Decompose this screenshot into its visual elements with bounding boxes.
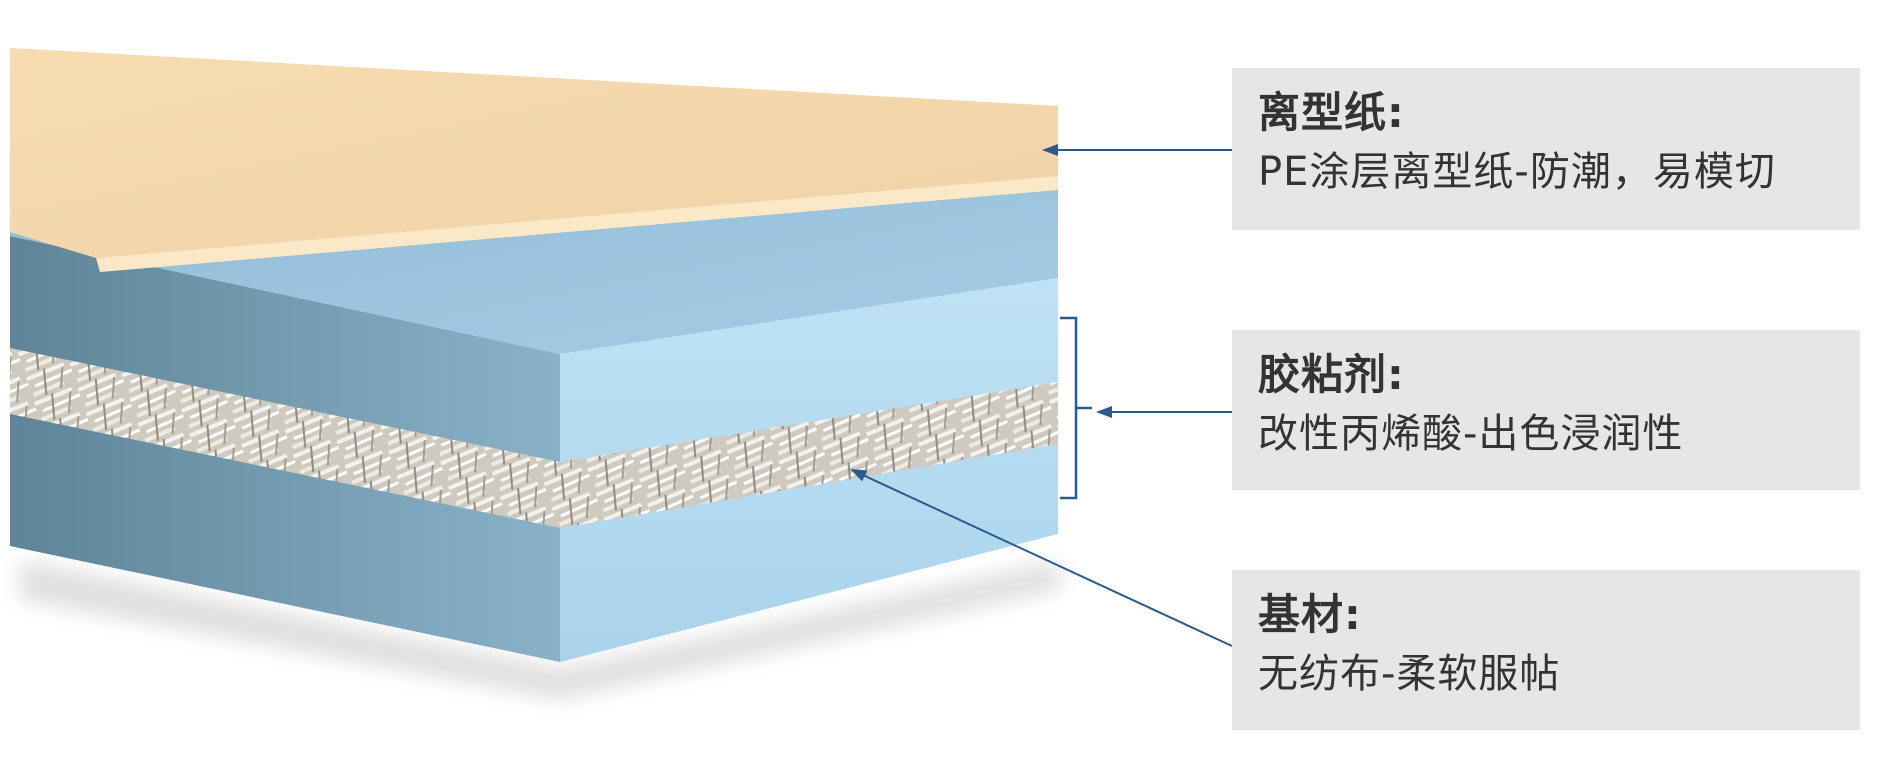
release-paper-description: PE涂层离型纸-防潮，易模切: [1258, 149, 1776, 195]
release-paper-label: 离型纸: PE涂层离型纸-防潮，易模切: [1232, 68, 1860, 230]
substrate-front-band: [560, 382, 1058, 528]
release-paper-title: 离型纸:: [1258, 88, 1405, 137]
substrate-description: 无纺布-柔软服帖: [1258, 651, 1561, 697]
adhesive-label: 胶粘剂: 改性丙烯酸-出色浸润性: [1232, 330, 1860, 490]
adhesive-title: 胶粘剂:: [1258, 350, 1405, 399]
block-shadow: [20, 560, 1060, 700]
release-paper-edge: [96, 176, 1058, 272]
release-paper-top: [10, 48, 1058, 258]
substrate-label: 基材: 无纺布-柔软服帖: [1232, 570, 1860, 730]
substrate-title: 基材:: [1258, 590, 1362, 639]
adhesive-description: 改性丙烯酸-出色浸润性: [1258, 411, 1684, 457]
substrate-pointer: [850, 469, 1233, 647]
substrate-left-band: [10, 348, 560, 528]
adhesive-bracket: [1060, 316, 1092, 500]
